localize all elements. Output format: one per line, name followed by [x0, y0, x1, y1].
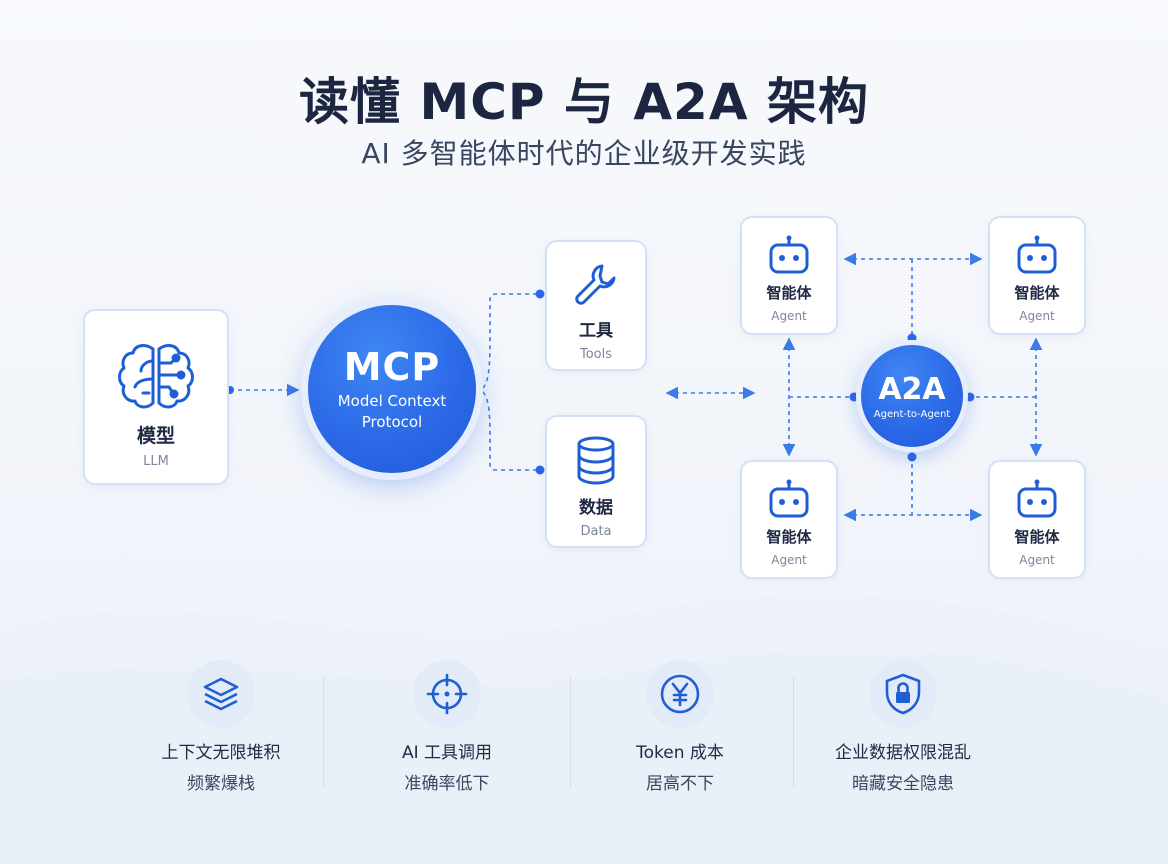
robot-icon	[769, 235, 809, 274]
a2a-hub-title: A2A	[878, 372, 946, 407]
model-label: 模型	[136, 425, 175, 447]
tools-sublabel: Tools	[579, 347, 613, 362]
issue-detail: 暗藏安全隐患	[852, 774, 954, 794]
page-subtitle: AI 多智能体时代的企业级开发实践	[361, 137, 807, 170]
wrench-icon	[575, 264, 616, 305]
agent-sublabel: Agent	[1019, 309, 1055, 323]
robot-icon	[1017, 235, 1057, 274]
robot-icon	[1017, 479, 1057, 518]
agent-card: 智能体 Agent	[988, 460, 1086, 579]
issue-item: 企业数据权限混乱 暗藏安全隐患	[803, 660, 1003, 794]
issue-title: 企业数据权限混乱	[835, 743, 971, 763]
agent-sublabel: Agent	[771, 309, 807, 323]
a2a-hub-fullname: Agent-to-Agent	[873, 409, 951, 420]
issue-title: 上下文无限堆积	[161, 743, 281, 763]
mcp-hub-fullname-line2: Protocol	[361, 413, 423, 431]
mcp-tools-connector	[482, 293, 536, 389]
issue-detail: 频繁爆栈	[187, 774, 255, 794]
issue-detail: 准确率低下	[404, 774, 490, 794]
agent-label: 智能体	[1014, 284, 1060, 302]
data-sublabel: Data	[580, 524, 612, 539]
issue-icon-badge	[187, 660, 255, 728]
model-card: 模型 LLM	[83, 309, 229, 485]
agent-sublabel: Agent	[1019, 553, 1055, 567]
issue-item: 上下文无限堆积 频繁爆栈	[121, 660, 321, 794]
agent-card: 智能体 Agent	[988, 216, 1086, 335]
tools-label: 工具	[579, 321, 613, 341]
agent-label: 智能体	[1014, 528, 1060, 546]
issue-divider	[323, 676, 324, 788]
agent-card: 智能体 Agent	[740, 216, 838, 335]
crosshair-icon	[426, 673, 468, 715]
issue-icon-badge	[869, 660, 937, 728]
model-sublabel: LLM	[143, 454, 169, 469]
yen-icon	[660, 674, 700, 714]
issue-divider	[570, 676, 571, 788]
mcp-data-connector	[482, 391, 536, 471]
mcp-hub: MCP Model Context Protocol	[301, 298, 483, 480]
agent-label: 智能体	[766, 284, 812, 302]
issue-title: AI 工具调用	[401, 743, 493, 763]
brain-icon	[118, 344, 194, 409]
issue-icon-badge	[646, 660, 714, 728]
issue-item: AI 工具调用 准确率低下	[347, 660, 547, 794]
shield-lock-icon	[885, 673, 921, 715]
agent-sublabel: Agent	[771, 553, 807, 567]
robot-icon	[769, 479, 809, 518]
database-icon	[577, 436, 615, 485]
issue-item: Token 成本 居高不下	[580, 660, 780, 794]
issue-divider	[793, 676, 794, 788]
page-title: 读懂 MCP 与 A2A 架构	[299, 73, 869, 131]
layers-icon	[203, 677, 239, 711]
agent-card: 智能体 Agent	[740, 460, 838, 579]
data-card: 数据 Data	[545, 415, 647, 548]
tools-card: 工具 Tools	[545, 240, 647, 371]
mcp-hub-fullname-line1: Model Context	[337, 392, 447, 410]
issue-title: Token 成本	[636, 743, 724, 763]
data-label: 数据	[579, 498, 613, 518]
mcp-hub-title: MCP	[343, 345, 441, 389]
agent-label: 智能体	[766, 528, 812, 546]
issue-icon-badge	[413, 660, 481, 728]
issue-detail: 居高不下	[646, 774, 714, 794]
a2a-hub: A2A Agent-to-Agent	[856, 340, 968, 452]
